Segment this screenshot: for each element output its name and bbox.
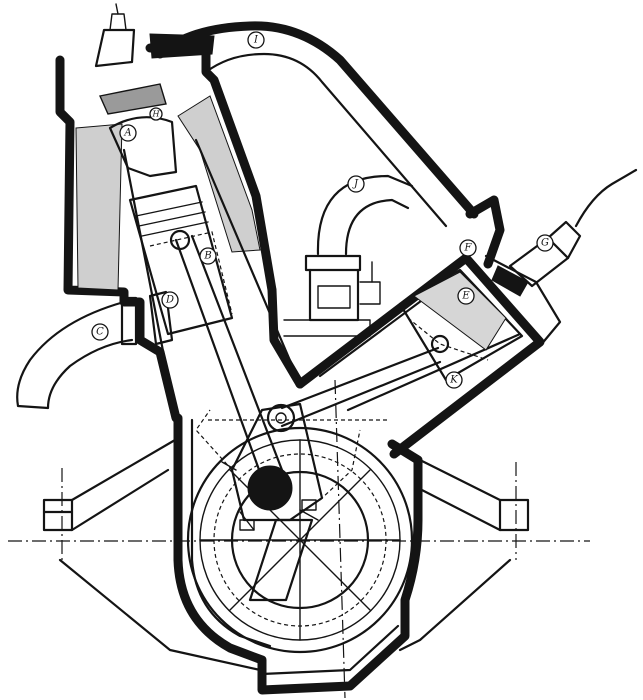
svg-text:K: K — [449, 375, 458, 386]
crankcase-sump-inner — [260, 624, 400, 676]
label-b: B — [199, 247, 217, 265]
vertical-piston — [128, 184, 234, 336]
vertical-cylinder — [55, 3, 305, 423]
inclined-cylinder-head-flange — [465, 195, 505, 269]
reference-labels: A H B D C I J F — [91, 31, 554, 389]
piston-ring-2 — [138, 211, 206, 227]
label-j: J — [347, 175, 365, 193]
svg-text:J: J — [352, 179, 359, 190]
gudgeon-pin-vertical — [169, 229, 191, 251]
left-foot-bolt-pad — [42, 498, 74, 514]
inclined-cylinder-outer — [295, 253, 545, 459]
vertical-cylinder-bore-left — [122, 148, 178, 420]
ignition-lead — [574, 168, 638, 228]
right-foot-upper-edge — [418, 458, 502, 502]
svg-text:D: D — [165, 295, 174, 306]
crank-arm-lower — [248, 518, 314, 602]
left-foot-lower-edge — [70, 468, 170, 532]
vertical-cylinder-bore-right — [194, 138, 302, 386]
vertical-cylinder-rod-left-edge — [174, 238, 264, 480]
svg-text:E: E — [461, 291, 470, 302]
right-foot-block — [498, 498, 530, 532]
inclined-cylinder-head — [484, 254, 562, 348]
svg-text:F: F — [464, 243, 473, 254]
carburettor-top-flange — [304, 254, 362, 272]
crankcase — [173, 413, 423, 695]
spark-plug-body — [94, 28, 136, 68]
inlet-pipe-inner — [344, 198, 410, 256]
inclined-cylinder-rod-upper-edge — [280, 346, 440, 410]
label-d: D — [161, 291, 179, 309]
hidden-crank-path-a — [195, 409, 233, 471]
transfer-pipe-inner — [204, 52, 448, 228]
inclined-cylinder — [295, 195, 562, 459]
transfer-pipe-i — [149, 21, 479, 228]
inclined-cylinder-bore-lower — [346, 332, 522, 412]
crankpin-upper — [266, 403, 296, 433]
crankcase-inner-wall-left — [190, 418, 272, 648]
label-f: F — [459, 239, 477, 257]
inclined-piston — [398, 268, 524, 382]
vertical-center-line — [334, 379, 346, 699]
crank-throw-path — [213, 453, 387, 627]
spark-plug-wire-stub — [115, 3, 119, 15]
exhaust-pipe-body — [16, 300, 134, 410]
right-foot-lower-edge — [416, 486, 502, 532]
label-i: I — [247, 31, 265, 49]
inlet-pipe-outer — [316, 174, 414, 256]
crankpin-upper-bore — [275, 412, 287, 424]
flywheel-outer-rim — [186, 426, 414, 654]
piston-ring-3 — [141, 221, 209, 237]
connecting-rods — [174, 234, 442, 602]
crank-bolt-head-b — [301, 499, 317, 511]
svg-text:C: C — [96, 327, 104, 338]
carburettor-jet — [359, 281, 381, 305]
inclined-cylinder-jacket — [413, 271, 507, 351]
label-c: C — [91, 323, 109, 341]
label-a: A — [119, 124, 137, 142]
left-foot-upper-edge — [70, 438, 177, 502]
transfer-pipe-head-joint — [149, 33, 215, 59]
crank-bolts — [221, 461, 319, 531]
left-foot-block — [42, 510, 74, 532]
exhaust-flange — [120, 296, 138, 346]
water-jacket-left — [75, 123, 123, 291]
label-e: E — [457, 287, 475, 305]
mounting-feet — [42, 438, 530, 672]
spark-plug-g — [508, 168, 638, 288]
piston-ring-1 — [135, 201, 203, 217]
left-base-skirt — [58, 558, 262, 672]
transfer-port-flange — [148, 290, 174, 346]
svg-text:A: A — [123, 128, 131, 139]
valve-seat — [99, 83, 167, 115]
svg-text:I: I — [253, 35, 259, 46]
hidden-crank-path-b — [319, 429, 361, 501]
gudgeon-pin-inclined — [430, 334, 450, 354]
label-k: K — [445, 371, 463, 389]
inclined-cylinder-rod-lower-edge — [280, 360, 442, 428]
inclined-head-gasket — [491, 265, 529, 297]
svg-text:B: B — [203, 251, 211, 262]
carburettor-mount-plate — [283, 319, 371, 337]
crank-bolt-head-a — [239, 519, 255, 531]
svg-text:G: G — [541, 238, 549, 249]
spark-plug-g-insulator — [546, 220, 582, 260]
right-base-skirt — [398, 558, 512, 652]
label-h: H — [149, 107, 163, 121]
label-g: G — [536, 234, 554, 252]
crankcase-shell — [173, 413, 423, 695]
crankshaft-main-journal — [247, 465, 293, 511]
carburettor-float-chamber — [317, 285, 351, 309]
vertical-cylinder-skirt-right — [267, 285, 305, 389]
vertical-cylinder-rod-right-edge — [190, 234, 284, 472]
carburettor-body — [308, 268, 360, 322]
spark-plug-terminal — [109, 13, 127, 31]
hidden-lines — [195, 409, 390, 501]
exhaust-pipe-c — [16, 296, 138, 410]
svg-text:H: H — [152, 110, 161, 119]
